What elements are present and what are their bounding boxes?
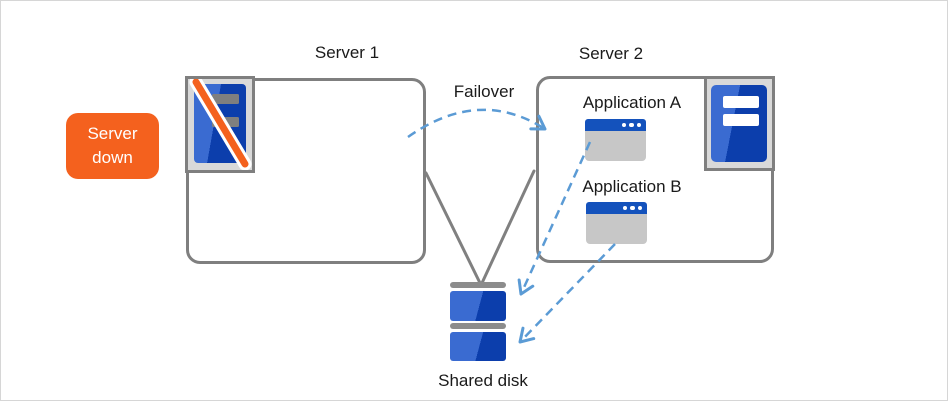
- app-window-b-icon: [586, 202, 647, 244]
- badge-line2: down: [92, 148, 133, 167]
- shared-disk-icon: [450, 282, 506, 361]
- disk-body: [450, 332, 506, 361]
- connector-line-right: [480, 169, 536, 285]
- window-dot: [629, 122, 634, 128]
- window-dot: [636, 122, 641, 128]
- disk-body: [450, 291, 506, 321]
- server-icon: [704, 76, 775, 171]
- window-dot: [637, 205, 642, 211]
- failover-arrow: [407, 108, 547, 139]
- app-b-label: Application B: [582, 177, 682, 196]
- server1-label: Server 1: [314, 43, 380, 62]
- window-titlebar: [586, 202, 647, 214]
- badge-line1: Server: [87, 124, 138, 143]
- server-bar: [723, 114, 759, 126]
- connector-line-left: [424, 171, 482, 285]
- slash-icon: [192, 79, 249, 168]
- server-bar: [212, 94, 239, 104]
- window-body: [586, 214, 647, 244]
- window-dot: [630, 205, 635, 211]
- server-glyph: [711, 85, 767, 162]
- window-body: [585, 131, 646, 161]
- disk-cap: [450, 323, 506, 329]
- window-dot: [622, 205, 627, 211]
- window-titlebar: [585, 119, 646, 131]
- failover-label: Failover: [453, 82, 515, 101]
- server-down-icon: [185, 76, 255, 173]
- server-down-badge: Server down: [66, 113, 159, 179]
- server2-label: Server 2: [578, 44, 644, 63]
- shared-disk-label: Shared disk: [438, 371, 528, 390]
- app-window-a-icon: [585, 119, 646, 161]
- server-down-glyph: [189, 79, 252, 170]
- window-dot: [621, 122, 626, 128]
- disk-cap: [450, 282, 506, 288]
- app-a-label: Application A: [582, 93, 682, 112]
- server-bar: [723, 96, 759, 108]
